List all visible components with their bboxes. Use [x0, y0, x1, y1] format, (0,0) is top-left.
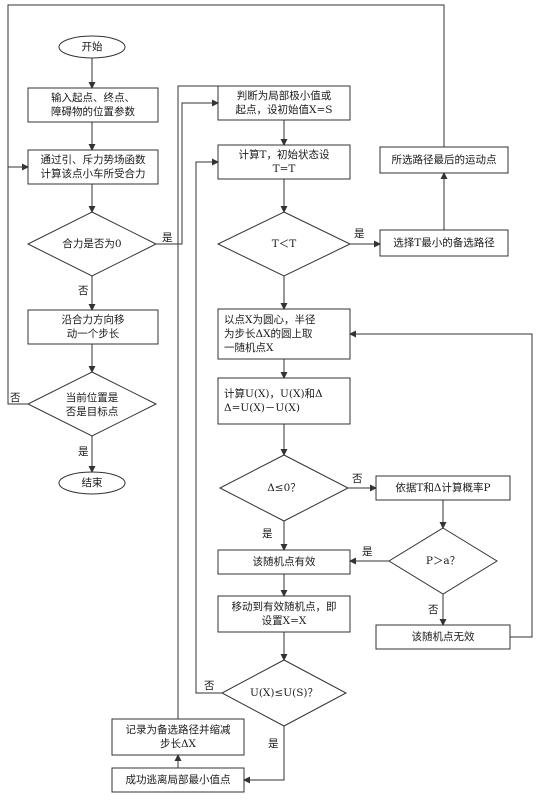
random-point-step: 以点X为圆心，半径 为步长ΔX的圆上取 一随机点X: [224, 314, 316, 354]
calc-t-step: 计算T，初始状态设 T=T: [218, 145, 350, 179]
move-to-random-step: 移动到有效随机点，即 设置X=X: [231, 601, 337, 627]
edge-force-zero-yes: [156, 99, 219, 245]
point-invalid-step: 该随机点无效: [411, 631, 475, 643]
t-less-yes-label: 是: [354, 228, 365, 240]
delta-leq-decision: Δ≤0？: [267, 482, 301, 494]
calc-delta-step: 计算U(X)，U(X)和Δ Δ=U(X)－U(X): [224, 388, 323, 414]
edge-invalid-loop: [349, 330, 533, 638]
start-terminal: 开始: [81, 41, 103, 53]
u-compare-decision: U(X)≤U(S)？: [249, 687, 319, 699]
record-path-step: 记录为备选路径并缩减 步长ΔX: [125, 724, 231, 750]
force-zero-yes-label: 是: [162, 232, 173, 244]
force-zero-no-label: 否: [78, 285, 89, 297]
select-min-t-path-step: 选择T最小的备选路径: [393, 237, 495, 249]
p-greater-decision: P＞a？: [425, 555, 461, 567]
judge-local-min-step: 判断为局部极小值或 起点，设初始值X=S: [235, 90, 333, 116]
calc-resultant-force-step: 通过引、斥力势场函数 计算该点小车所受合力: [40, 154, 146, 180]
input-parameters-step: 输入起点、终点、 障碍物的位置参数: [51, 92, 135, 118]
p-greater-no-label: 否: [428, 604, 439, 616]
u-compare-no-label: 否: [204, 680, 215, 692]
edge-u-compare-no: [195, 158, 222, 694]
delta-leq-no-label: 否: [352, 473, 363, 485]
calc-t-text: 计算T，初始状态设 T=T: [238, 149, 330, 175]
delta-leq-yes-label: 是: [262, 528, 273, 540]
escape-success-step: 成功逃离局部最小值点: [125, 774, 231, 786]
u-compare-yes-label: 是: [268, 738, 279, 750]
edge-u-compare-yes: [243, 726, 285, 784]
force-zero-decision: 合力是否为0: [62, 238, 122, 250]
p-greater-yes-label: 是: [362, 546, 373, 558]
is-target-decision: 当前位置是 否是目标点: [65, 392, 119, 418]
edge-record-to-judge: [177, 85, 218, 719]
t-less-decision: T＜T: [271, 238, 297, 250]
end-terminal: 结束: [81, 477, 103, 489]
is-target-no-label: 否: [10, 392, 21, 404]
calc-probability-step: 依据T和Δ计算概率P: [395, 482, 491, 494]
edge-last-point-feedback: [7, 4, 445, 167]
move-one-step: 沿合力方向移 动一个步长: [61, 314, 125, 340]
last-motion-point-step: 所选路径最后的运动点: [391, 154, 497, 166]
is-target-yes-label: 是: [78, 446, 89, 458]
point-valid-step: 该随机点有效: [252, 556, 316, 568]
edge-is-target-no-loop: [7, 163, 29, 405]
